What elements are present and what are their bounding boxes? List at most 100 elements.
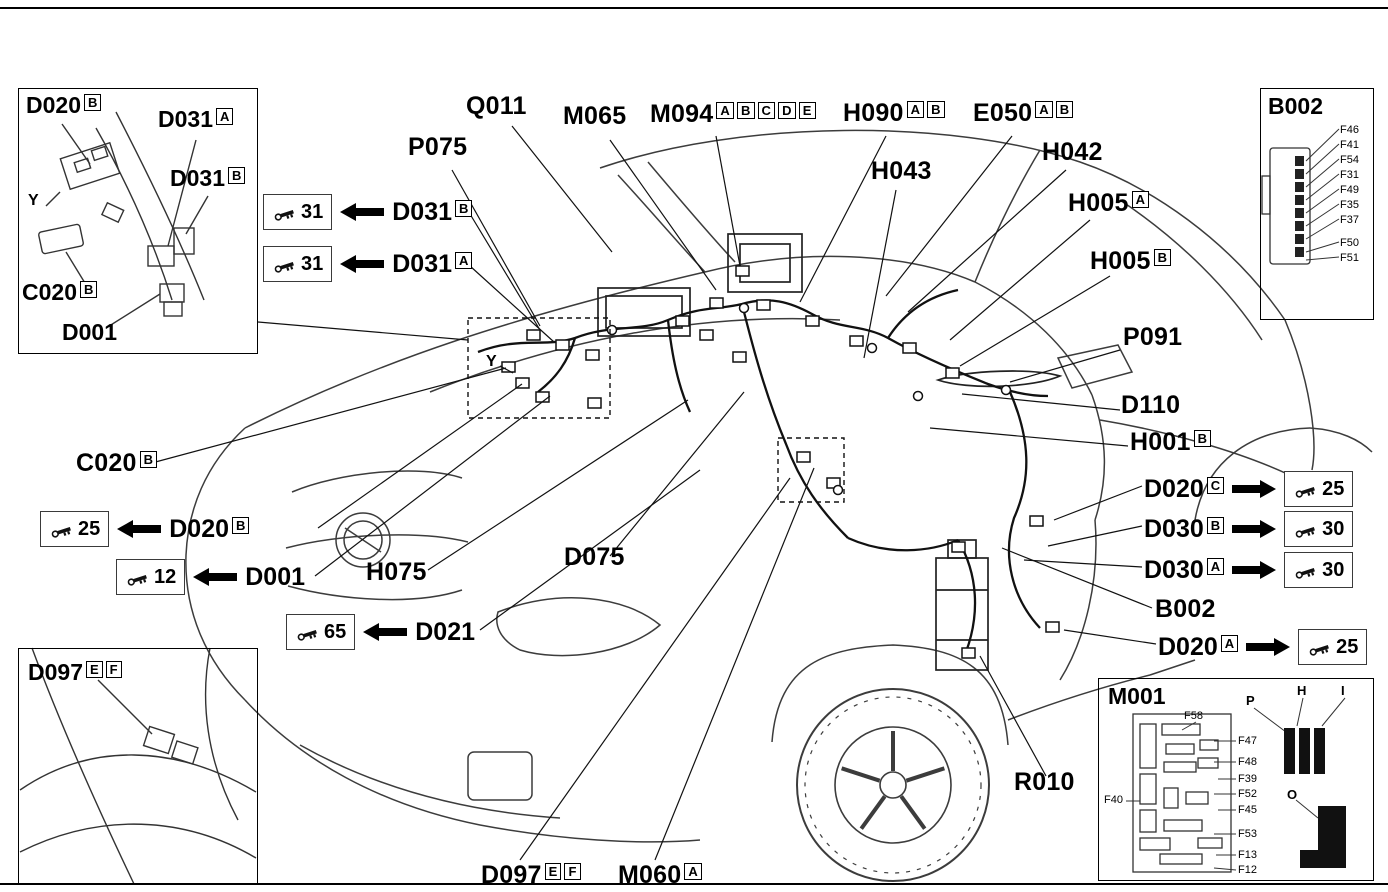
inset-label-d097ef: D097 E F <box>28 659 122 686</box>
callout-row-d021: 65 D021 <box>286 614 475 650</box>
connector-code: P075 <box>408 133 468 161</box>
fuse-label: F51 <box>1340 252 1359 264</box>
front-wheel <box>796 688 990 882</box>
connector-icon <box>274 261 294 273</box>
leader-lines <box>147 125 1157 861</box>
fuse-label: F48 <box>1238 756 1257 768</box>
connector-code: D031 <box>392 249 453 278</box>
callout-row-d030a: D030 A 30 <box>1144 552 1354 588</box>
connector-code: D030 <box>1144 514 1204 543</box>
connector-suffix: B <box>1055 101 1074 118</box>
fuse-label: F53 <box>1238 828 1257 840</box>
connector-icon <box>1295 526 1316 538</box>
callout-q011: Q011 <box>466 92 527 121</box>
fuse-label: F31 <box>1340 169 1359 181</box>
fuse-label: F41 <box>1340 139 1359 151</box>
wiring-harness <box>477 288 1049 653</box>
callout-d110: D110 <box>1121 391 1180 420</box>
inset-title-b002: B002 <box>1268 93 1323 119</box>
connector-label: D020 C <box>1144 474 1225 504</box>
connector-label: D020 A <box>1158 633 1239 662</box>
fuse-label: F12 <box>1238 864 1257 876</box>
connector-code: D021 <box>415 617 476 646</box>
arrow-left-icon <box>340 203 385 221</box>
connector-suffix: F <box>564 863 581 880</box>
connector-suffix: B <box>139 451 158 468</box>
connector-suffix: E <box>544 863 562 880</box>
connector-icon <box>51 526 71 538</box>
connector-code: H042 <box>1042 138 1103 166</box>
connector-code: D020 <box>169 514 230 543</box>
fuse-label: F45 <box>1238 804 1257 816</box>
callout-b002: B002 <box>1155 595 1216 624</box>
inset-bottom-right-art <box>1126 697 1346 873</box>
connector-suffix: B <box>927 101 945 118</box>
connector-code: D097 <box>28 659 83 685</box>
fuse-label-f58: F58 <box>1184 710 1203 722</box>
y-marker-inset: Y <box>28 192 39 209</box>
car-outline <box>185 129 1373 843</box>
connector-code: D020 <box>1144 474 1204 503</box>
pin-count: 30 <box>1322 517 1345 540</box>
connector-suffix: E <box>85 661 103 678</box>
inset-label-d020b: D020 B <box>26 92 102 119</box>
connector-code: D097 <box>481 861 542 889</box>
arrow-left-icon <box>363 623 408 641</box>
fuse-label: F35 <box>1340 199 1359 211</box>
connector-suffix: D <box>778 102 796 119</box>
connector-suffix: A <box>1206 557 1225 575</box>
connector-icon <box>297 629 317 641</box>
callout-row-d020c: D020 C 25 <box>1144 471 1354 507</box>
connector-code: D020 <box>26 92 81 118</box>
fuse-label: F54 <box>1340 154 1359 166</box>
callout-d097ef-bottom: D097 E F <box>481 861 581 890</box>
inset-top-left <box>18 88 258 354</box>
inset-label-d001: D001 <box>62 319 117 346</box>
pin-count-badge: 12 <box>116 559 186 595</box>
connector-icon <box>127 574 147 586</box>
connector-suffix: B <box>232 516 250 534</box>
inset-bottom-right <box>1098 678 1374 881</box>
arrow-right-icon <box>1246 638 1291 656</box>
callout-e050: E050 A B <box>973 99 1074 128</box>
connector-suffix: C <box>1206 476 1225 494</box>
connector-code: D031 <box>158 106 213 132</box>
inset-label-d031a: D031 A <box>158 106 234 133</box>
fuse-label: F49 <box>1340 184 1359 196</box>
connector-code: H005 <box>1068 189 1129 217</box>
connector-suffix: A <box>684 863 702 880</box>
arrow-right-icon <box>1232 520 1277 538</box>
callout-h001b: H001 B <box>1130 428 1212 457</box>
connector-code: D001 <box>245 562 306 591</box>
callout-m060a-bottom: M060 A <box>618 861 702 890</box>
pin-count: 65 <box>324 620 347 643</box>
callout-r010: R010 <box>1014 768 1075 797</box>
pin-count-badge: 30 <box>1284 511 1354 547</box>
pin-count: 25 <box>78 517 101 540</box>
callout-row-d031a: 31 D031 A <box>263 246 473 282</box>
callout-row-d030b: D030 B 30 <box>1144 511 1354 547</box>
connector-code: B002 <box>1155 595 1216 623</box>
pin-count: 30 <box>1322 558 1345 581</box>
connector-suffix: B <box>79 281 98 298</box>
inset-bottom-left <box>18 648 258 884</box>
connector-icon <box>1309 644 1330 656</box>
callout-p075: P075 <box>408 133 467 162</box>
fuse-label: F37 <box>1340 214 1359 226</box>
connector-code: D075 <box>564 543 625 571</box>
callout-row-d001: 12 D001 <box>116 559 305 595</box>
pin-count: 31 <box>301 200 324 223</box>
pin-count: 12 <box>154 565 177 588</box>
connector-code: H043 <box>871 157 932 185</box>
connector-suffix: B <box>455 199 473 217</box>
connector-code: D031 <box>170 165 225 191</box>
connector-label: D020 B <box>169 514 250 544</box>
callout-h005a: H005 A <box>1068 189 1150 218</box>
fuse-label: F50 <box>1340 237 1359 249</box>
fuse-label: F52 <box>1238 788 1257 800</box>
fuse-label: F46 <box>1340 124 1359 136</box>
pin-count-badge: 65 <box>286 614 356 650</box>
connector-code: M094 <box>650 100 714 128</box>
connector-icon <box>1295 567 1316 579</box>
callout-h090: H090 A B <box>843 99 945 128</box>
